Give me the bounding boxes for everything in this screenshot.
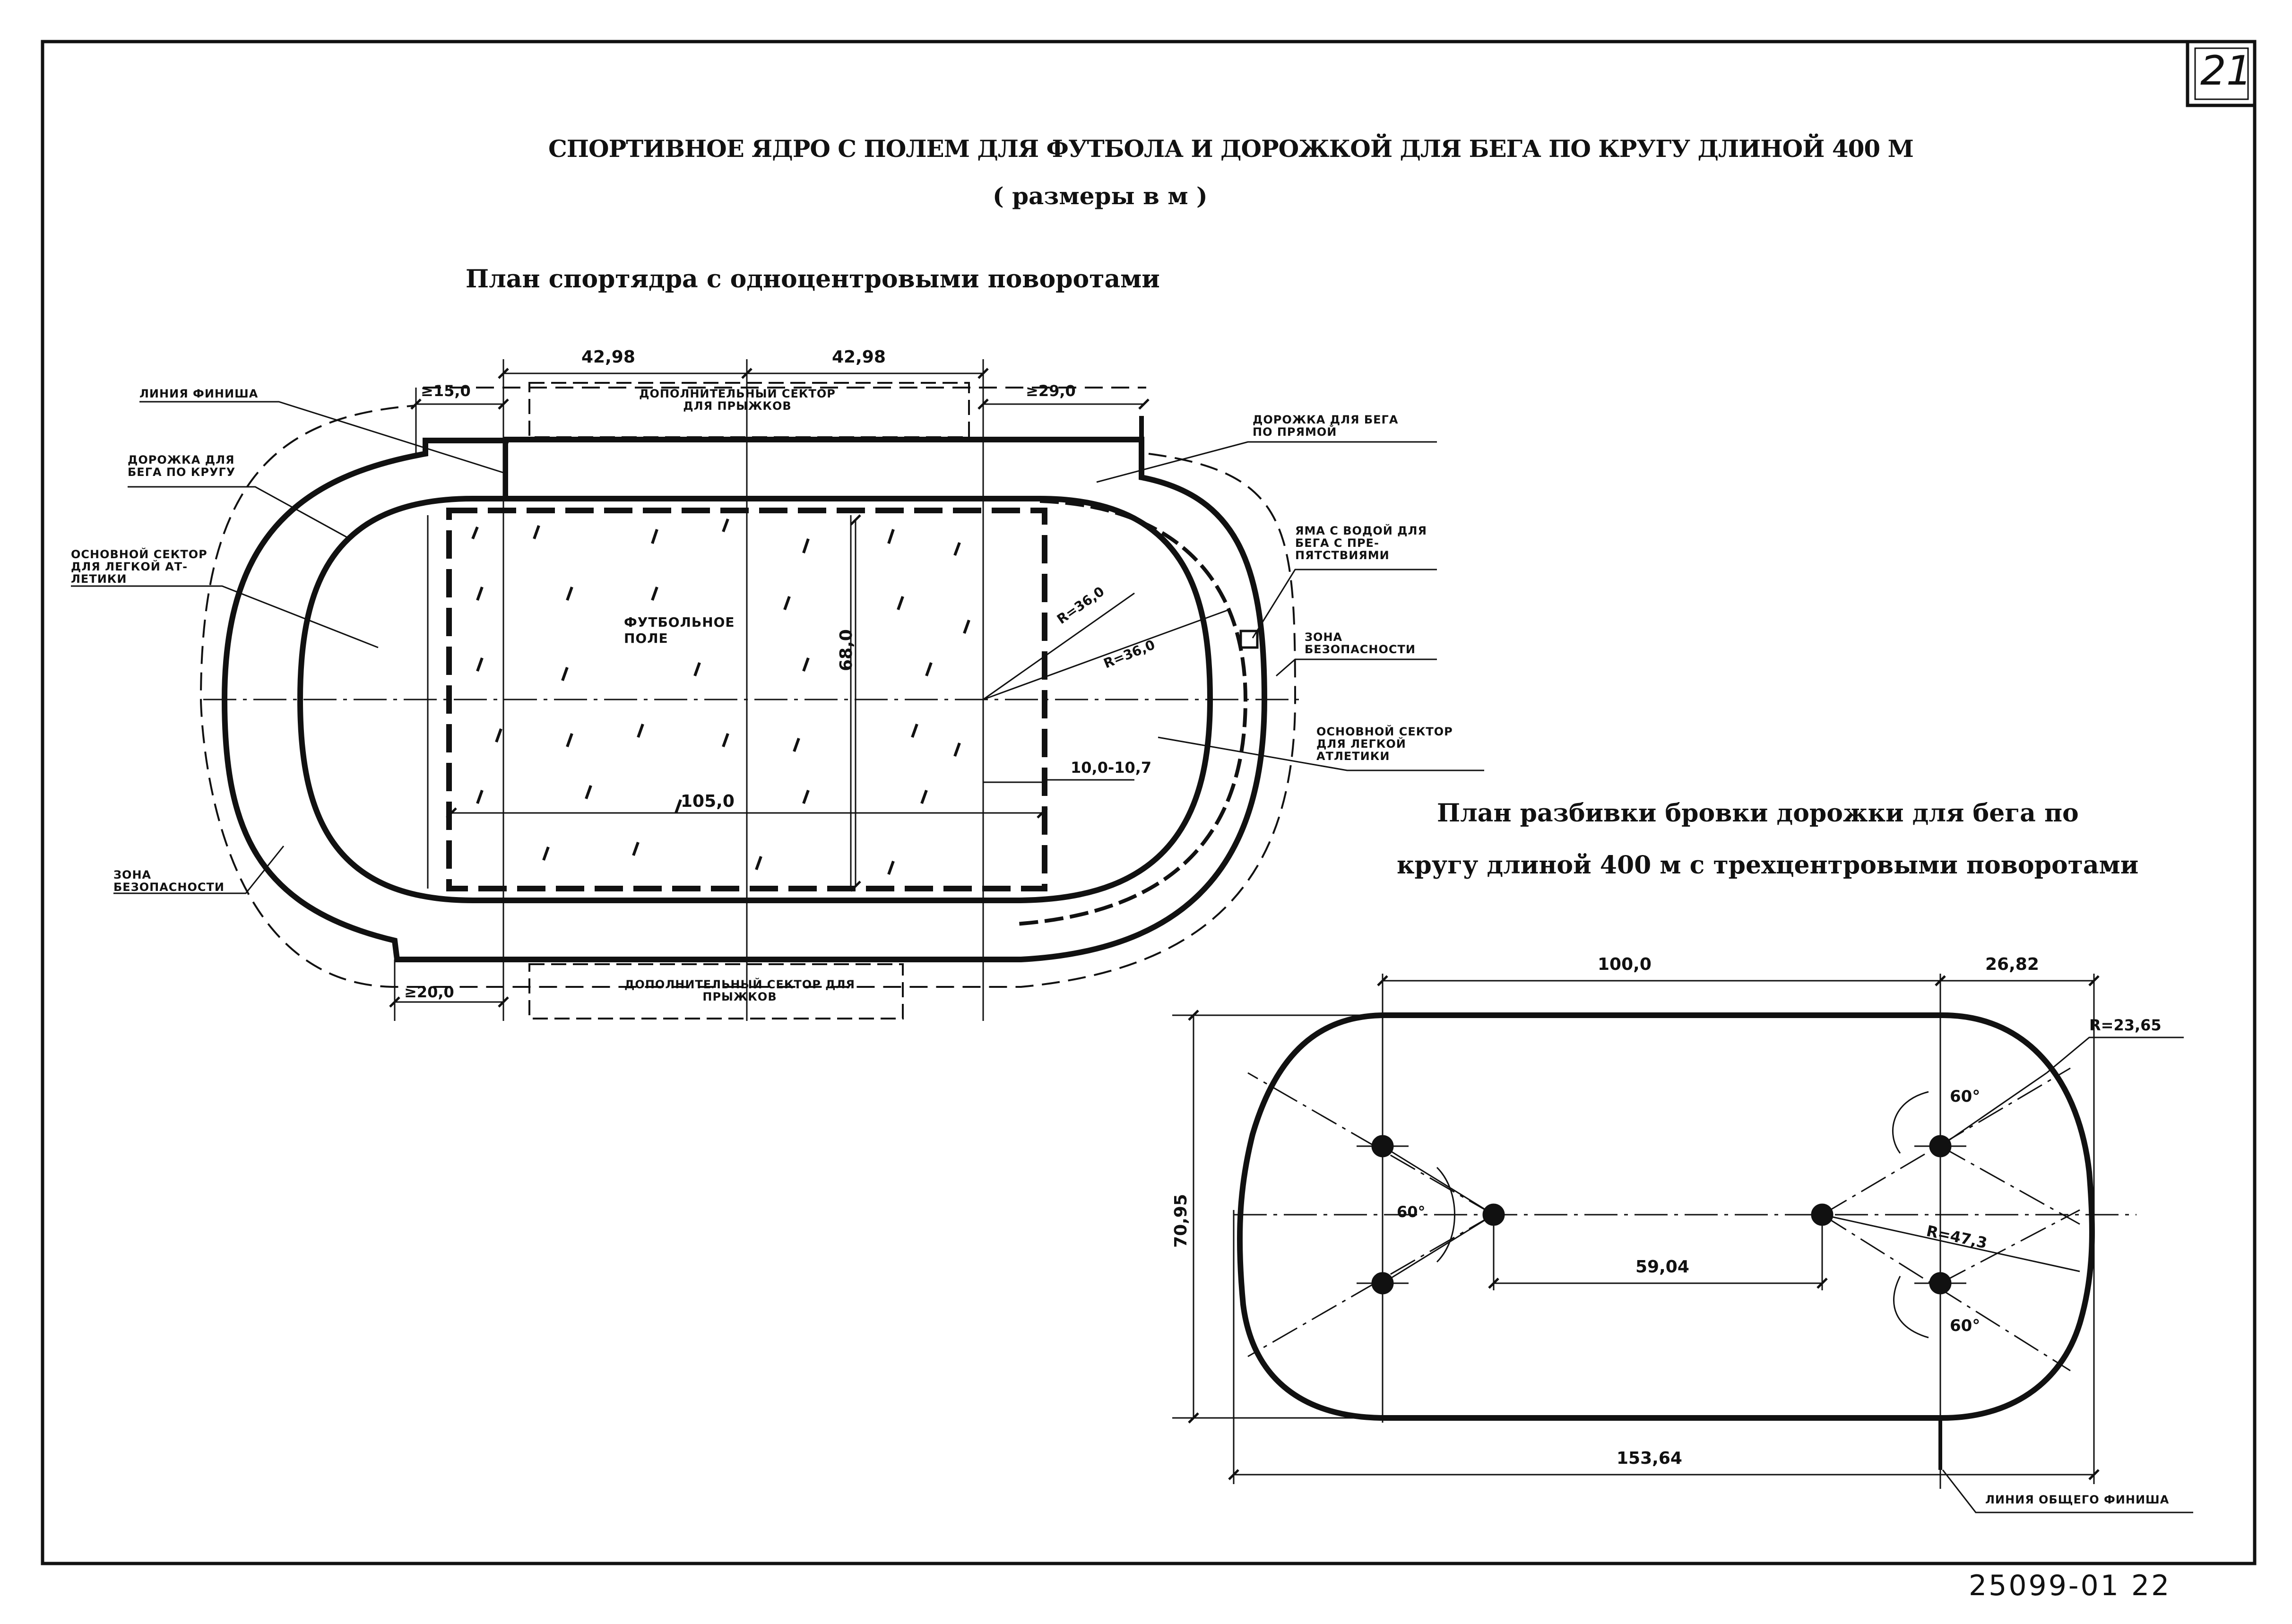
label-main-sector-left: ОСНОВНОЙ СЕКТОР ДЛЯ ЛЕГКОЙ АТ-ЛЕТИКИ: [71, 548, 208, 586]
plan1-track-outer: [221, 437, 1268, 962]
sheet-number-box: [2186, 40, 2257, 107]
label-track-loop: ДОРОЖКА ДЛЯ БЕГА ПО КРУГУ: [128, 453, 236, 479]
sheet-number: 21: [2200, 47, 2252, 95]
plan1-radius-inner: [983, 592, 1135, 700]
plan1-jump-sector-bottom: [528, 963, 904, 1019]
plan1-title: План спортядра с одноцентровыми поворота…: [466, 265, 1160, 294]
dim-29: ≥29,0: [1026, 382, 1076, 400]
dim-total-153-64: 153,64: [1617, 1449, 1682, 1468]
center-point-3: [1482, 1203, 1505, 1226]
plan1-safety-zone-outer: [199, 387, 1297, 988]
dim-angle-left: 60°: [1397, 1203, 1426, 1221]
dim-gap: 10,0-10,7: [1071, 759, 1152, 777]
plan1-stadium: [199, 359, 1305, 1021]
dim-angle-right-bottom: 60°: [1950, 1316, 1981, 1335]
label-water-pit: ЯМА С ВОДОЙ ДЛЯ БЕГА С ПРЕ-ПЯТСТВИЯМИ: [1295, 524, 1427, 562]
plan1-jump-sector-top: [528, 382, 970, 438]
plan2-brovka-contour: [1237, 1012, 2095, 1421]
dim-field-width: 68,0: [837, 629, 856, 671]
dim-15: ≥15,0: [421, 382, 471, 400]
dim-angle-right-top: 60°: [1950, 1087, 1981, 1106]
label-track-straight: ДОРОЖКА ДЛЯ БЕГА ПО ПРЯМОЙ: [1253, 413, 1399, 439]
dim-42-98-left: 42,98: [581, 347, 635, 367]
plan1-water-pit: [1239, 630, 1259, 649]
plan2-title-line1: План разбивки бровки дорожки для бега по: [1437, 799, 2079, 828]
sheet-number-box-inner: [2194, 47, 2249, 100]
dim-height-70-95: 70,95: [1171, 1194, 1191, 1248]
dim-26-82: 26,82: [1985, 955, 2039, 974]
plan1-dimensions: [389, 368, 1150, 1021]
label-finish-line: ЛИНИЯ ФИНИША: [139, 387, 259, 400]
dim-20: ≥20,0: [404, 983, 454, 1001]
plan1-radius-outer: [983, 609, 1229, 700]
page-title: СПОРТИВНОЕ ЯДРО С ПОЛЕМ ДЛЯ ФУТБОЛА И ДО…: [548, 135, 1914, 163]
center-point-4: [1811, 1203, 1834, 1226]
sheet-code: 25099-01 22: [1969, 1569, 2171, 1602]
plan2-title-line2: кругу длиной 400 м с трехцентровыми пово…: [1397, 851, 2139, 880]
dim-r-23-65: R=23,65: [2089, 1016, 2162, 1034]
label-safety-zone-right: ЗОНА БЕЗОПАСНОСТИ: [1305, 631, 1416, 656]
plan1-field-hatch: [471, 518, 970, 875]
label-safety-zone-left: ЗОНА БЕЗОПАСНОСТИ: [113, 868, 225, 894]
plan2-track: [1172, 974, 2193, 1513]
plan1-track-inner: [297, 496, 1213, 903]
dim-field-length: 105,0: [681, 792, 735, 811]
plan1-leaders: [71, 401, 1484, 894]
label-jump-sector-bottom: ДОПОЛНИТЕЛЬНЫЙ СЕКТОР ДЛЯ ПРЫЖКОВ: [624, 978, 855, 1003]
dim-straight-100: 100,0: [1598, 955, 1652, 974]
dim-42-98-right: 42,98: [832, 347, 886, 367]
plan2-center-points: [1357, 1135, 1966, 1295]
label-common-finish: ЛИНИЯ ОБЩЕГО ФИНИША: [1985, 1493, 2170, 1506]
dim-centers-59-04: 59,04: [1635, 1257, 1689, 1277]
label-main-sector-right: ОСНОВНОЙ СЕКТОР ДЛЯ ЛЕГКОЙ АТЛЕТИКИ: [1316, 725, 1453, 763]
label-jump-sector-top: ДОПОЛНИТЕЛЬНЫЙ СЕКТОР ДЛЯ ПРЫЖКОВ: [639, 387, 836, 413]
sheet-frame: [41, 40, 2257, 1565]
label-football-field: ФУТБОЛЬНОЕ ПОЛЕ: [624, 614, 735, 646]
page-subtitle-units: ( размеры в м ): [993, 182, 1208, 210]
